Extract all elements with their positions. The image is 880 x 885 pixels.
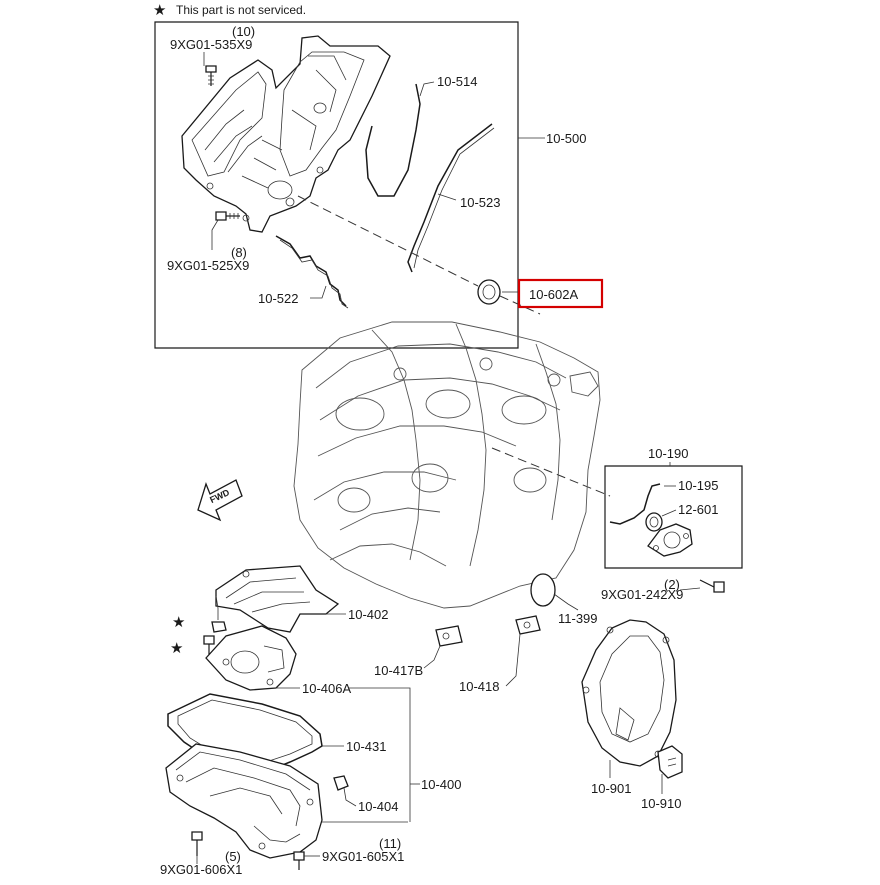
engine-assembly [293,321,601,609]
rear-seal-housing[interactable] [647,523,693,557]
oil-seal-10-602a[interactable] [477,279,501,305]
label-bolt-606-qty: (5) [225,849,241,864]
label-10-406a[interactable]: 10-406A [302,681,351,696]
leader-525 [211,219,219,250]
label-10-402[interactable]: 10-402 [348,607,388,622]
label-10-404[interactable]: 10-404 [358,799,398,814]
label-10-418[interactable]: 10-418 [459,679,499,694]
label-bolt-535-qty: (10) [232,24,255,39]
bolt-606x1-icon[interactable] [191,831,203,856]
label-10-431[interactable]: 10-431 [346,739,386,754]
label-10-400[interactable]: 10-400 [421,777,461,792]
label-bolt-525[interactable]: 9XG01-525X9 [167,258,249,273]
leader-10-522 [310,285,327,299]
oil-pan-gasket-10-431[interactable] [167,693,323,773]
legend-text: This part is not serviced. [176,3,306,17]
timing-cover-group-box [154,21,519,349]
oil-pan-10-400[interactable] [165,743,323,859]
label-bolt-525-qty: (8) [231,245,247,260]
label-bolt-605[interactable]: 9XG01-605X1 [322,849,404,864]
gasket-10-522[interactable] [275,235,347,307]
leader-10-523 [437,193,457,201]
leader-10-417b [423,645,441,669]
bolt-242x9-icon[interactable] [699,579,725,593]
leader-10-404 [343,787,357,807]
gasket-10-514[interactable] [365,83,421,197]
fwd-arrow-icon: FWD [197,479,243,522]
label-10-602a[interactable]: 10-602A [529,287,578,302]
label-10-910[interactable]: 10-910 [641,796,681,811]
drain-plug-10-404[interactable] [333,775,349,791]
label-10-500[interactable]: 10-500 [546,131,586,146]
leader-242 [679,587,701,591]
bracket-10-418[interactable] [515,615,541,635]
star-icon-406a: ★ [170,640,183,657]
label-10-514[interactable]: 10-514 [437,74,477,89]
legend: ★ This part is not serviced. [153,2,306,19]
label-10-195[interactable]: 10-195 [678,478,718,493]
bolt-605x1-icon[interactable] [293,851,305,870]
legend-star-icon: ★ [153,2,166,19]
plate-10-910[interactable] [657,745,683,779]
leader-10-400-bracket [348,687,411,822]
o-ring-11-399[interactable] [530,573,556,607]
nut-402-icon[interactable] [211,621,227,633]
highlight-box-10-602a [517,278,604,309]
label-10-417b[interactable]: 10-417B [374,663,423,678]
oil-pan-baffle-10-402[interactable] [215,565,340,633]
oil-seal-12-601[interactable] [645,512,663,532]
rear-seal-gasket-10-195[interactable] [609,483,661,525]
gasket-10-523[interactable] [407,123,493,273]
bracket-10-417b[interactable] [435,625,463,647]
star-icon-402: ★ [172,614,185,631]
leader-10-418 [505,633,521,687]
leader-402-nut [215,595,219,620]
label-bolt-605-qty: (11) [379,836,401,851]
oil-strainer-plate-10-406a[interactable] [205,625,297,691]
label-bolt-242-qty: (2) [664,577,680,592]
leader-12-601 [661,509,677,517]
label-12-601[interactable]: 12-601 [678,502,718,517]
label-10-523[interactable]: 10-523 [460,195,500,210]
label-10-522[interactable]: 10-522 [258,291,298,306]
leader-10-514 [419,81,435,97]
callout-labels: (10) 9XG01-535X9 10-514 10-500 10-523 (8… [160,24,718,877]
timing-chain-cover[interactable] [181,35,391,233]
bolt-535x9-icon[interactable] [205,65,217,86]
label-bolt-242[interactable]: 9XG01-242X9 [601,587,683,602]
leader-11-399 [553,593,579,611]
rear-end-plate-10-901[interactable] [581,619,677,767]
label-10-901[interactable]: 10-901 [591,781,631,796]
label-11-399[interactable]: 11-399 [558,611,598,626]
rear-seal-group-box [604,465,743,569]
label-bolt-606[interactable]: 9XG01-606X1 [160,862,242,877]
label-10-190[interactable]: 10-190 [648,446,688,461]
label-bolt-535[interactable]: 9XG01-535X9 [170,37,252,52]
bolt-525x9-icon[interactable] [215,211,240,221]
